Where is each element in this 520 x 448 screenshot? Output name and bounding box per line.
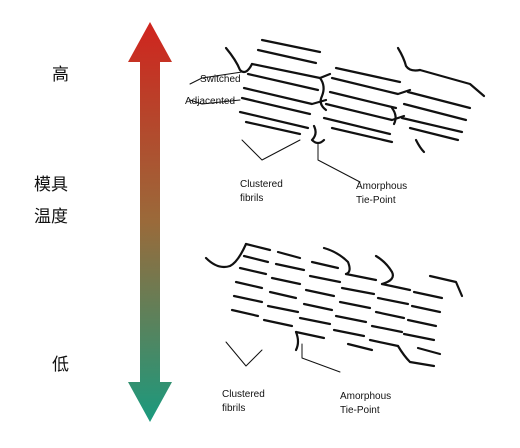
top-fibril-strands	[224, 38, 486, 154]
temperature-arrow-shape	[128, 22, 172, 422]
bottom-label-amorphous-line2: Tie-Point	[340, 404, 380, 416]
top-label-clustered-line1: Clustered	[240, 179, 283, 190]
top-label-amorphous-line1: Amorphous	[356, 181, 408, 192]
label-high: 高	[52, 65, 69, 85]
top-label-amorphous: Amorphous Tie-Point	[356, 180, 407, 207]
bottom-label-clustered-line1: Clustered	[222, 389, 265, 400]
bottom-label-clustered: Clustered fibrils	[222, 388, 265, 415]
bottom-label-clustered-line2: fibrils	[222, 402, 246, 414]
top-annotation-leaders	[189, 71, 361, 183]
label-mold-line1: 模具	[34, 175, 68, 195]
bottom-label-amorphous-line1: Amorphous	[340, 391, 392, 402]
top-label-clustered-line2: fibrils	[240, 192, 264, 204]
label-mold-line2: 温度	[34, 207, 68, 227]
bottom-annotation-leaders	[225, 341, 341, 373]
bottom-label-amorphous: Amorphous Tie-Point	[340, 390, 391, 417]
top-label-clustered: Clustered fibrils	[240, 178, 283, 205]
label-low: 低	[52, 355, 69, 375]
top-label-adjacented: Adjacented	[185, 96, 236, 107]
top-label-amorphous-line2: Tie-Point	[356, 194, 396, 206]
bottom-fibril-strands	[204, 242, 464, 368]
top-label-switched: Switched	[200, 74, 241, 85]
